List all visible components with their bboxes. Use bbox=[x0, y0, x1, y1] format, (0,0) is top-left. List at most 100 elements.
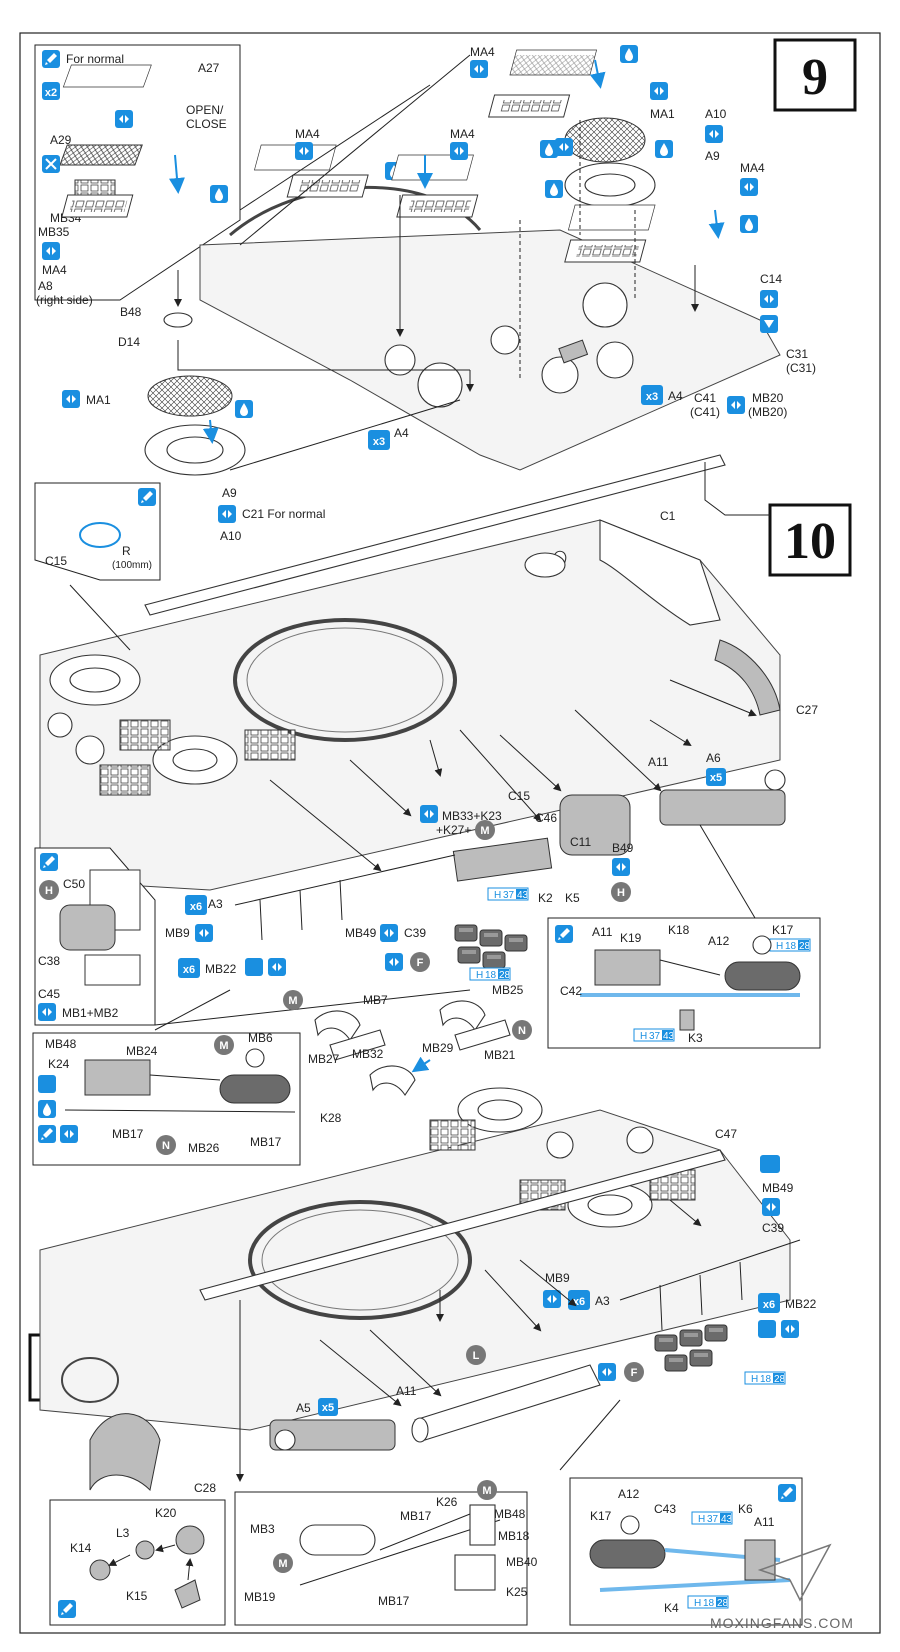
c31-label: C31 bbox=[786, 347, 808, 361]
k15-label: K15 bbox=[126, 1589, 148, 1603]
paint-ref-h18: H 18 28 bbox=[469, 967, 511, 981]
k14-part bbox=[89, 1559, 111, 1581]
x6b-s11-label: x6 bbox=[763, 1299, 775, 1311]
f-s11-label: F bbox=[631, 1367, 638, 1379]
k17-s11-pad bbox=[589, 1539, 666, 1569]
step-9-box bbox=[773, 38, 857, 112]
a11-a12-label: A11 bbox=[754, 1515, 775, 1529]
repeat-count-icon bbox=[185, 895, 207, 915]
mb32-label: MB32 bbox=[352, 1047, 384, 1061]
turret-ring-step11 bbox=[248, 1200, 472, 1320]
svg-text:H: H bbox=[698, 1514, 705, 1525]
glue-drop-icon bbox=[540, 140, 558, 158]
paper-plane-icon bbox=[757, 1543, 832, 1602]
cement-brush-icon bbox=[42, 50, 60, 68]
mb3-label: MB3 bbox=[250, 1522, 275, 1536]
k2-label: K2 bbox=[538, 891, 553, 905]
option-arrow-icon bbox=[420, 805, 438, 823]
k20-part bbox=[175, 1525, 205, 1555]
x3-mid-label: x3 bbox=[373, 436, 385, 448]
c38-label: C38 bbox=[38, 954, 60, 968]
svg-text:37: 37 bbox=[503, 890, 515, 901]
k20-label: K20 bbox=[155, 1506, 177, 1520]
c47-rail bbox=[199, 1149, 726, 1301]
repeat-count-icon bbox=[42, 82, 60, 100]
inset-for-normal bbox=[34, 44, 241, 301]
c46-label: C46 bbox=[535, 811, 557, 825]
right-side-label: (right side) bbox=[36, 293, 93, 307]
glue-drop-icon bbox=[38, 1100, 56, 1118]
paint-ref-h18-s11b: H 18 28 bbox=[687, 1595, 729, 1609]
mb35-label: MB35 bbox=[38, 225, 70, 239]
step-9-number: 9 bbox=[802, 49, 828, 106]
repeat-count-icon bbox=[641, 385, 663, 405]
repeat-count-icon bbox=[758, 1293, 780, 1313]
cement-brush-icon bbox=[38, 1125, 56, 1143]
m-mb19-label: M bbox=[278, 1558, 287, 1570]
paint-circle-icon bbox=[39, 880, 59, 900]
a9-top-label: A9 bbox=[705, 149, 720, 163]
mb7-label: MB7 bbox=[363, 993, 388, 1007]
a9-bottom-label: A9 bbox=[222, 486, 237, 500]
a5-label: A5 bbox=[296, 1401, 311, 1415]
photoetch-icon bbox=[758, 1320, 776, 1338]
option-arrow-icon bbox=[543, 1290, 561, 1308]
ma4-left-label: MA4 bbox=[295, 127, 320, 141]
cement-brush-icon bbox=[555, 925, 573, 943]
open-close-label: OPEN/CLOSE bbox=[186, 103, 227, 131]
c38-part bbox=[59, 904, 116, 951]
x5-s11-label: x5 bbox=[322, 1402, 334, 1414]
ma4-right-label: MA4 bbox=[740, 161, 765, 175]
option-arrow-icon bbox=[380, 924, 398, 942]
mb20b-label: (MB20) bbox=[748, 405, 787, 419]
k5-label: K5 bbox=[565, 891, 580, 905]
c15-label: C15 bbox=[508, 789, 530, 803]
mb3-pad bbox=[299, 1524, 376, 1556]
c31b-label: (C31) bbox=[786, 361, 816, 375]
suspension-arm-step11 bbox=[269, 1419, 396, 1451]
option-arrow-icon bbox=[62, 390, 80, 408]
mb48-label: MB48 bbox=[45, 1037, 77, 1051]
inset-c15 bbox=[34, 482, 161, 581]
inset-mb7: M MB7 MB27 MB32 MB25 MB29 MB21 N bbox=[283, 983, 532, 1096]
glue-drop-icon bbox=[740, 215, 758, 233]
mb17b-s11-label: MB17 bbox=[378, 1594, 410, 1608]
l-paint-label: L bbox=[473, 1350, 480, 1362]
ma4-inset-label: MA4 bbox=[42, 263, 67, 277]
cement-brush-icon bbox=[40, 853, 58, 871]
c50-label: C50 bbox=[63, 877, 85, 891]
k28-label: K28 bbox=[320, 1111, 342, 1125]
option-arrow-icon bbox=[760, 290, 778, 308]
n-mb7-label: N bbox=[518, 1025, 526, 1037]
inset-k14 bbox=[49, 1499, 226, 1626]
mb34-photoetch bbox=[74, 179, 116, 196]
c41b-label: (C41) bbox=[690, 405, 720, 419]
svg-text:18: 18 bbox=[760, 1374, 772, 1385]
svg-text:28: 28 bbox=[774, 1374, 786, 1385]
x2-label: x2 bbox=[45, 87, 57, 99]
mb18-label: MB18 bbox=[498, 1529, 530, 1543]
k17-pad bbox=[724, 961, 801, 991]
ma4-grille-right bbox=[567, 204, 656, 231]
option-arrow-icon bbox=[650, 82, 668, 100]
a29-mesh-part bbox=[59, 144, 143, 166]
svg-text:18: 18 bbox=[485, 970, 497, 981]
a10-top-label: A10 bbox=[705, 107, 727, 121]
watermark: MOXINGFANS.COM bbox=[710, 1543, 853, 1631]
b49-part bbox=[559, 794, 631, 856]
h-inset-label: H bbox=[45, 885, 53, 897]
fix-down-icon bbox=[760, 1155, 780, 1173]
cement-brush-icon bbox=[778, 1484, 796, 1502]
a27-mesh-part bbox=[62, 64, 152, 88]
c11-label: C11 bbox=[570, 835, 591, 849]
k25-label: K25 bbox=[506, 1585, 528, 1599]
k17-s11-label: K17 bbox=[590, 1509, 612, 1523]
option-arrow-icon bbox=[612, 858, 630, 876]
mb24-label: MB24 bbox=[126, 1044, 158, 1058]
paint-circle-icon bbox=[410, 952, 430, 972]
paint-circle-icon bbox=[624, 1362, 644, 1382]
a29-label: A29 bbox=[50, 133, 72, 147]
glue-drop-icon bbox=[655, 140, 673, 158]
c41-label: C41 bbox=[694, 391, 716, 405]
option-arrow-icon bbox=[470, 60, 488, 78]
